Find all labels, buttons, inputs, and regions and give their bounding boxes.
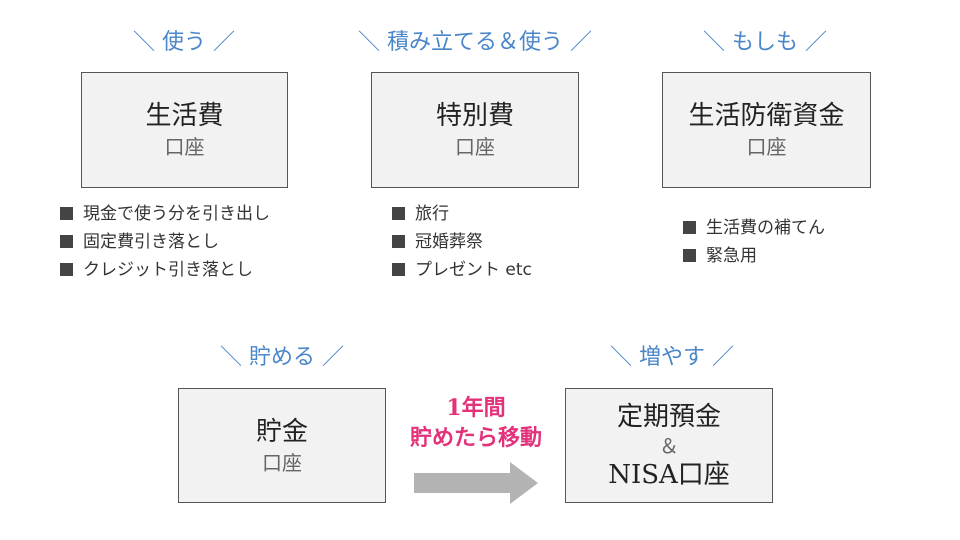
square-bullet-icon xyxy=(683,249,696,262)
move-label-line1: 1年間 xyxy=(446,395,506,421)
special-heading: ＼ 積み立てる＆使う ／ xyxy=(358,30,592,55)
list-item: 生活費の補てん xyxy=(683,214,825,242)
savings-heading: ＼ 貯める ／ xyxy=(220,345,344,370)
defense-account-box: 生活防衛資金 口座 xyxy=(662,72,871,188)
defense-heading: ＼ もしも ／ xyxy=(703,30,827,55)
square-bullet-icon xyxy=(392,235,405,248)
savings-title: 貯金 xyxy=(255,416,308,447)
defense-sub: 口座 xyxy=(746,135,787,159)
living-title: 生活費 xyxy=(145,101,224,131)
grow-title: 定期預金 xyxy=(616,401,721,432)
defense-list: 生活費の補てん 緊急用 xyxy=(683,214,825,270)
list-item: 旅行 xyxy=(392,200,532,228)
special-account-box: 特別費 口座 xyxy=(371,72,579,188)
defense-title: 生活防衛資金 xyxy=(688,101,845,131)
grow-title2: NISA口座 xyxy=(608,459,730,490)
list-item: 現金で使う分を引き出し xyxy=(60,200,270,228)
square-bullet-icon xyxy=(392,263,405,276)
square-bullet-icon xyxy=(60,235,73,248)
living-account-box: 生活費 口座 xyxy=(81,72,288,188)
list-item: 冠婚葬祭 xyxy=(392,228,532,256)
grow-account-box: 定期預金 ＆ NISA口座 xyxy=(565,388,773,503)
savings-sub: 口座 xyxy=(262,450,302,475)
special-list: 旅行 冠婚葬祭 プレゼント etc xyxy=(392,200,532,284)
right-arrow-icon xyxy=(414,462,538,504)
grow-heading: ＼ 増やす ／ xyxy=(610,345,734,370)
special-title: 特別費 xyxy=(435,101,514,131)
square-bullet-icon xyxy=(60,207,73,220)
square-bullet-icon xyxy=(392,207,405,220)
list-item: クレジット引き落とし xyxy=(60,256,270,284)
square-bullet-icon xyxy=(683,221,696,234)
grow-ampersand: ＆ xyxy=(659,433,679,458)
list-item: プレゼント etc xyxy=(392,256,532,284)
move-label: 1年間 貯めたら移動 xyxy=(388,393,564,453)
living-heading: ＼ 使う ／ xyxy=(133,30,235,55)
list-item: 緊急用 xyxy=(683,242,825,270)
special-sub: 口座 xyxy=(455,135,495,159)
square-bullet-icon xyxy=(60,263,73,276)
living-sub: 口座 xyxy=(164,135,205,159)
list-item: 固定費引き落とし xyxy=(60,228,270,256)
move-label-line2: 貯めたら移動 xyxy=(409,425,542,451)
living-list: 現金で使う分を引き出し 固定費引き落とし クレジット引き落とし xyxy=(60,200,270,284)
savings-account-box: 貯金 口座 xyxy=(178,388,386,503)
